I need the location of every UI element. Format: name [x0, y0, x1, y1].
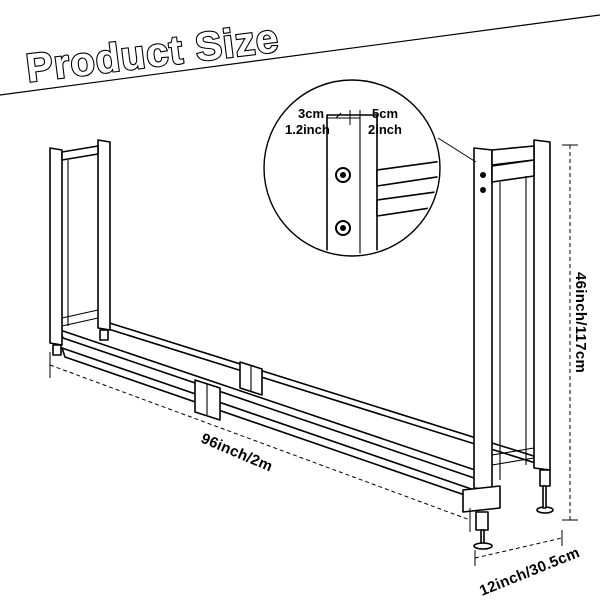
right-front-post — [473, 147, 493, 491]
detail-width-inch-left: 1.2inch — [285, 122, 330, 137]
right-cross-bar — [491, 159, 535, 183]
detail-width-cm-right: 5cm — [372, 106, 398, 121]
rack-frame — [49, 139, 554, 550]
depth-dimension-line — [474, 537, 563, 559]
left-front-foot — [52, 344, 62, 356]
left-top-bar — [61, 145, 99, 161]
detail-width-inch-right: 2inch — [368, 122, 402, 137]
length-label: 96inch/2m — [198, 430, 275, 475]
detail-width-cm-left: 3cm — [298, 106, 324, 121]
length-dimension-line — [49, 364, 471, 521]
left-back-foot — [99, 329, 109, 341]
left-front-post — [49, 147, 63, 346]
left-back-post — [97, 139, 111, 331]
right-back-post — [533, 139, 551, 471]
right-back-foot — [539, 469, 551, 487]
title-banner: Product Size — [0, 0, 600, 96]
detail-bar-bottom — [376, 189, 438, 217]
detail-callout: 3cm 1.2inch 5cm 2inch — [263, 79, 477, 257]
detail-bar-top — [376, 159, 438, 187]
height-label: 46inch/117cm — [572, 272, 589, 373]
detail-post — [326, 114, 378, 254]
depth-label: 12inch/30.5cm — [477, 544, 582, 600]
title-underline — [0, 14, 600, 96]
callout-leader — [437, 137, 477, 163]
right-front-foot — [475, 511, 489, 531]
right-bracket — [462, 485, 501, 513]
